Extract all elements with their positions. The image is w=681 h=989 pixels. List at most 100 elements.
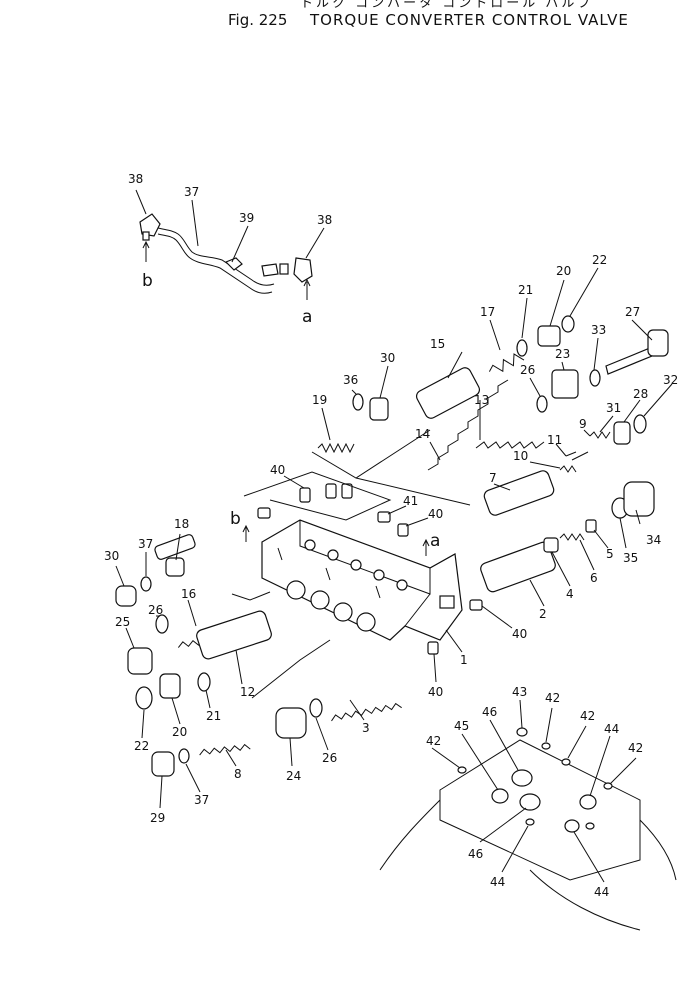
leader-32: [643, 383, 673, 417]
callout-43: 43: [512, 685, 527, 699]
plug-40-side: [469, 599, 483, 611]
callout-18: 18: [174, 517, 189, 531]
leader-29: [159, 775, 163, 809]
o-ring-26-upper: [536, 395, 548, 413]
plug-34: [623, 481, 655, 517]
callout-30-left: 30: [104, 549, 119, 563]
callout-14: 14: [415, 427, 430, 441]
leader-19: [321, 407, 331, 441]
leader-34: [635, 509, 641, 525]
leader-40-right: [405, 517, 429, 527]
transmission-case: [379, 727, 677, 931]
callout-12: 12: [240, 685, 255, 699]
spring-19: [317, 442, 355, 454]
leader-22: [569, 267, 599, 317]
callout-a-upper: a: [302, 307, 312, 327]
callout-7: 7: [489, 471, 497, 485]
valve-body: [261, 519, 463, 641]
leader-26: [529, 377, 541, 397]
spring-6: [559, 533, 585, 541]
leader-45: [461, 733, 499, 791]
callout-36: 36: [343, 373, 358, 387]
callout-19: 19: [312, 393, 327, 407]
plug-40-1: [299, 487, 311, 503]
leader-30-top: [379, 365, 389, 399]
callout-34: 34: [646, 533, 661, 547]
fitting-nut-right: [279, 263, 289, 275]
pipe-assembly: [135, 189, 325, 300]
top-hole-5: [396, 579, 408, 591]
callout-33: 33: [591, 323, 606, 337]
callout-38-left: 38: [128, 172, 143, 186]
callout-42-b: 42: [580, 709, 595, 723]
leader-27: [631, 319, 653, 341]
valve-port-2: [310, 590, 330, 610]
case-arc-bottom: [529, 869, 641, 931]
plug-23: [551, 369, 579, 399]
leader-12: [235, 649, 243, 685]
valve-port-4: [356, 612, 376, 632]
callout-35: 35: [623, 551, 638, 565]
callout-37-top: 37: [184, 185, 199, 199]
callout-1: 1: [460, 653, 468, 667]
callout-40-right: 40: [428, 507, 443, 521]
leader-11: [555, 443, 567, 457]
leader-5: [593, 529, 609, 549]
leader-36: [351, 389, 357, 395]
leader-2: [529, 579, 545, 607]
figure-number: Fig. 225: [228, 11, 288, 29]
plug-25: [127, 647, 153, 675]
spool-7: [483, 470, 555, 516]
side-port: [439, 595, 455, 609]
plug-5: [585, 519, 597, 533]
leader-17: [489, 319, 501, 351]
top-hole-2: [327, 549, 339, 561]
pipe-37: [157, 227, 275, 286]
valve-port-3: [333, 602, 353, 622]
spool-2: [480, 541, 556, 593]
spool-12: [196, 610, 272, 660]
callout-31: 31: [606, 401, 621, 415]
leader-20: [549, 279, 565, 327]
leader-6: [579, 539, 595, 571]
leader-40-top: [283, 475, 305, 489]
sleeve-4: [543, 537, 559, 553]
callout-22-lower: 22: [134, 739, 149, 753]
callout-45: 45: [454, 719, 469, 733]
leader-40-bottom: [433, 653, 437, 683]
callout-46-upper: 46: [482, 705, 497, 719]
callout-44-a: 44: [604, 722, 619, 736]
leader-44-3: [573, 831, 605, 883]
callout-13: 13: [474, 393, 489, 407]
callout-3: 3: [362, 721, 370, 735]
leader-26-lower: [315, 717, 329, 751]
o-ring-42-4: [603, 782, 613, 790]
ring-22: [561, 315, 575, 333]
spring-8: [199, 743, 251, 756]
leader-1: [445, 629, 463, 653]
callout-21-top: 21: [518, 283, 533, 297]
diagram-title: TORQUE CONVERTER CONTROL VALVE: [310, 11, 629, 29]
o-ring-46-upper: [511, 769, 533, 787]
leader-10: [529, 461, 561, 469]
arrow-b-lower-head: [242, 524, 250, 533]
pin-27: [605, 347, 653, 375]
callout-20-top: 20: [556, 264, 571, 278]
leader-44-1: [589, 735, 611, 797]
callout-32: 32: [663, 373, 678, 387]
elbow-fitting-right: [293, 257, 313, 283]
callout-38-right: 38: [317, 213, 332, 227]
plug-group-outline: [243, 471, 392, 521]
callout-6: 6: [590, 571, 598, 585]
callout-b-lower: b: [230, 509, 241, 529]
plug-40-bottom: [427, 641, 439, 655]
leader-39: [231, 225, 249, 263]
callout-16: 16: [181, 587, 196, 601]
spool-15: [415, 367, 481, 419]
leader-25: [125, 627, 135, 649]
plug-24: [275, 707, 307, 739]
leader-16: [187, 599, 197, 627]
leader-33: [593, 337, 599, 371]
leader-20-lower: [171, 697, 181, 725]
callout-39: 39: [239, 211, 254, 225]
